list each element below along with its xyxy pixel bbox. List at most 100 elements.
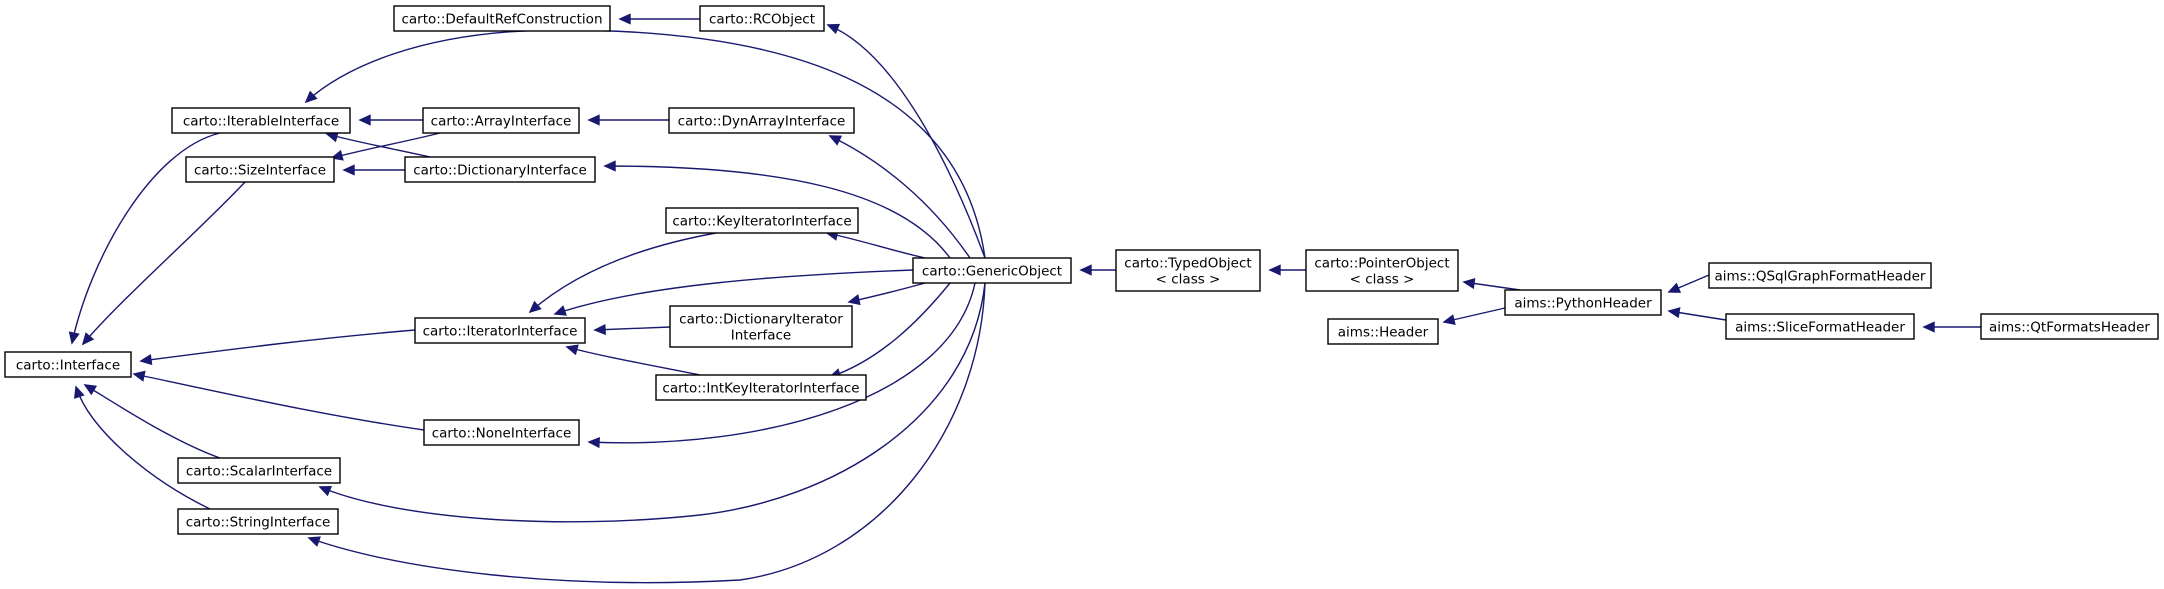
class-node-drc[interactable]: carto::DefaultRefConstruction <box>393 5 611 32</box>
arrow-head-icon <box>358 114 371 126</box>
edge-ptrobj-to-typed <box>1268 264 1306 276</box>
edge-genobj-to-dynarr <box>828 135 971 259</box>
class-node-none[interactable]: carto::NoneInterface <box>423 419 580 446</box>
class-node-size[interactable]: carto::SizeInterface <box>185 156 335 183</box>
class-box <box>1708 262 1932 289</box>
class-node-intkey[interactable]: carto::IntKeyIteratorInterface <box>655 374 867 401</box>
edge-genobj-to-none <box>587 282 976 449</box>
class-label: carto::NoneInterface <box>432 426 572 442</box>
class-node-keyit[interactable]: carto::KeyIteratorInterface <box>665 207 859 234</box>
class-node-typed[interactable]: carto::TypedObject< class > <box>1115 249 1261 292</box>
class-node-rco[interactable]: carto::RCObject <box>699 5 825 32</box>
edge-dict-to-size <box>342 164 405 176</box>
edge-line <box>529 232 717 313</box>
arrow-head-icon <box>139 354 153 366</box>
arrow-head-icon <box>132 370 146 382</box>
arrow-head-icon <box>73 385 85 399</box>
class-label: < class > <box>1350 272 1415 288</box>
edge-genobj-to-keyit <box>825 229 926 259</box>
arrow-head-icon <box>307 536 321 547</box>
nodes-layer: carto::DefaultRefConstruction carto::RCOb… <box>4 5 2159 535</box>
arrow-head-icon <box>68 331 80 345</box>
class-label: carto::KeyIteratorInterface <box>672 214 851 230</box>
edge-line <box>829 135 971 259</box>
class-node-string[interactable]: carto::StringInterface <box>177 508 339 535</box>
edge-scalar-to-iface <box>83 384 221 459</box>
class-node-pyhdr[interactable]: aims::PythonHeader <box>1504 289 1662 316</box>
class-node-slice[interactable]: aims::SliceFormatHeader <box>1725 313 1915 340</box>
edge-arr-to-size <box>330 132 441 161</box>
edge-dynarr-to-arr <box>587 114 669 126</box>
class-label: carto::SizeInterface <box>194 163 326 179</box>
class-node-hdr[interactable]: aims::Header <box>1327 318 1439 345</box>
edge-itif-to-iface <box>139 329 416 366</box>
class-box <box>1980 313 2159 340</box>
class-node-dict[interactable]: carto::DictionaryInterface <box>404 156 596 183</box>
class-node-genobj[interactable]: carto::GenericObject <box>912 257 1072 284</box>
arrow-head-icon <box>330 149 344 161</box>
arrow-head-icon <box>318 485 333 497</box>
arrow-head-icon <box>1667 282 1682 293</box>
class-box <box>1725 313 1915 340</box>
arrow-head-icon <box>83 384 98 396</box>
edge-line <box>588 282 976 444</box>
class-label: carto::PointerObject <box>1314 256 1449 272</box>
edge-genobj-to-dict <box>603 160 951 259</box>
class-node-qtfmt[interactable]: aims::QtFormatsHeader <box>1980 313 2159 340</box>
class-node-ptrobj[interactable]: carto::PointerObject< class > <box>1305 249 1459 292</box>
edge-line <box>326 133 431 158</box>
arrow-head-icon <box>587 436 600 449</box>
class-box <box>655 374 867 401</box>
edge-dict-to-iter <box>325 131 431 158</box>
edge-genobj-to-iter <box>304 29 986 259</box>
class-label: carto::DictionaryInterface <box>413 163 587 179</box>
class-box <box>177 457 341 484</box>
class-node-arr[interactable]: carto::ArrayInterface <box>422 107 580 134</box>
class-label: carto::IterableInterface <box>183 114 339 130</box>
class-label: carto::TypedObject <box>1124 256 1251 272</box>
arrow-head-icon <box>587 114 600 126</box>
edge-slice-to-pyhdr <box>1667 307 1727 321</box>
edge-size-to-iface <box>81 181 246 346</box>
class-label: carto::IteratorInterface <box>423 324 578 340</box>
class-box <box>4 351 132 378</box>
class-label: carto::RCObject <box>709 12 815 28</box>
class-label: < class > <box>1156 272 1221 288</box>
class-label: carto::DynArrayInterface <box>678 114 846 130</box>
edge-line <box>140 329 416 362</box>
edge-line <box>554 269 914 315</box>
class-label: aims::PythonHeader <box>1514 296 1652 312</box>
edge-line <box>82 181 246 345</box>
class-box <box>668 107 855 134</box>
class-node-scalar[interactable]: carto::ScalarInterface <box>177 457 341 484</box>
edge-line <box>848 282 926 303</box>
edge-qtfmt-to-slice <box>1922 321 1981 333</box>
edge-line <box>305 29 986 259</box>
class-box <box>393 5 611 32</box>
class-box <box>1305 249 1459 292</box>
edge-genobj-to-dictit <box>847 282 926 306</box>
arrow-head-icon <box>528 300 542 314</box>
edge-line <box>133 373 425 431</box>
arrow-head-icon <box>1079 264 1092 276</box>
class-box <box>665 207 859 234</box>
class-label: aims::QtFormatsHeader <box>1989 320 2150 336</box>
edge-line <box>71 132 221 344</box>
class-node-iter[interactable]: carto::IterableInterface <box>171 107 351 134</box>
class-node-iface[interactable]: carto::Interface <box>4 351 132 378</box>
class-box <box>912 257 1072 284</box>
class-node-dynarr[interactable]: carto::DynArrayInterface <box>668 107 855 134</box>
edge-genobj-to-rco <box>826 23 986 259</box>
edges-layer <box>68 13 1981 584</box>
class-node-qsql[interactable]: aims::QSqlGraphFormatHeader <box>1708 262 1932 289</box>
class-node-itif[interactable]: carto::IteratorInterface <box>414 317 586 344</box>
edge-rco-to-drc <box>618 13 700 25</box>
edge-pyhdr-to-hdr <box>1442 307 1506 325</box>
edge-none-to-iface <box>132 370 425 431</box>
arrow-head-icon <box>593 323 606 336</box>
edge-line <box>308 282 986 584</box>
edge-genobj-to-itif <box>553 269 914 316</box>
class-box <box>185 156 335 183</box>
